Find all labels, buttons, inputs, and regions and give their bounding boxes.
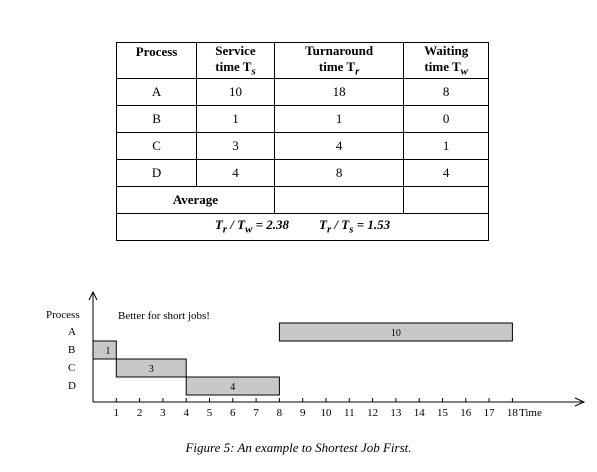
cell-turnaround: 4 (273, 131, 405, 160)
gantt-bar-label: 10 (391, 328, 401, 339)
x-tick-label: 14 (414, 407, 426, 419)
cell-waiting: 0 (403, 104, 489, 133)
x-axis-arrow-icon (574, 397, 586, 407)
ratio-turnaround-waiting: Tr / Tw = 2.38 (214, 217, 289, 236)
average-waiting-empty (403, 185, 489, 214)
x-tick-label: 1 (114, 407, 120, 419)
x-tick-label: 12 (367, 407, 378, 419)
cell-process: C (115, 131, 198, 160)
gantt-bar (185, 376, 280, 396)
gantt-bar (278, 322, 513, 342)
table-row: A 10 18 8 (115, 77, 489, 106)
cell-service: 3 (196, 131, 275, 160)
figure-caption: Figure 5: An example to Shortest Job Fir… (185, 440, 412, 455)
cell-waiting: 4 (403, 158, 489, 187)
gantt-bar-label: 1 (106, 346, 111, 357)
ratio-cell: Tr / Tw = 2.38 Tr / Ts = 1.53 (116, 212, 489, 241)
x-tick-label: 18 (507, 407, 519, 419)
process-label: D (68, 380, 76, 392)
cell-process: A (115, 77, 198, 106)
cell-service: 4 (196, 158, 275, 187)
cell-turnaround: 8 (273, 158, 405, 187)
average-label: Average (116, 185, 275, 214)
cell-process: B (115, 104, 198, 133)
gantt-bar-label: 4 (230, 382, 235, 393)
cell-waiting: 1 (403, 131, 489, 160)
x-axis-label: Time (519, 407, 542, 419)
x-tick-label: 4 (183, 407, 189, 419)
gantt-bar-label: 3 (149, 364, 154, 375)
ratio-turnaround-service: Tr / Ts = 1.53 (319, 217, 391, 236)
header-waiting-time: Waiting time Tw (403, 42, 489, 79)
table-row: C 3 4 1 (115, 131, 489, 160)
x-tick-label: 17 (484, 407, 496, 419)
x-tick-label: 9 (300, 407, 306, 419)
x-tick-label: 2 (137, 407, 143, 419)
x-tick-label: 6 (230, 407, 236, 419)
table-row: D 4 8 4 (115, 158, 489, 187)
x-tick-label: 7 (253, 407, 259, 419)
sjf-table: Process Service time Ts Turnaround time … (115, 42, 489, 241)
gantt-bar (92, 340, 117, 360)
x-tick-label: 5 (207, 407, 213, 419)
x-tick-label: 16 (460, 407, 472, 419)
cell-process: D (115, 158, 198, 187)
header-turnaround-time: Turnaround time Tr (273, 42, 405, 79)
y-axis-arrow-icon (88, 290, 98, 301)
x-tick-label: 15 (437, 407, 449, 419)
cell-service: 1 (196, 104, 275, 133)
cell-turnaround: 18 (273, 77, 405, 106)
average-turnaround-empty (273, 185, 405, 214)
x-tick-label: 13 (390, 407, 402, 419)
cell-turnaround: 1 (273, 104, 405, 133)
average-row: Average (116, 185, 489, 214)
ratio-row: Tr / Tw = 2.38 Tr / Ts = 1.53 (116, 212, 489, 241)
gantt-bar (115, 358, 187, 378)
cell-waiting: 8 (403, 77, 489, 106)
x-tick-label: 3 (160, 407, 166, 419)
cell-service: 10 (196, 77, 275, 106)
header-process: Process (115, 42, 198, 79)
process-label: C (68, 362, 75, 374)
header-service-time: Service time Ts (196, 42, 275, 79)
y-axis-label: Process (46, 309, 80, 321)
process-label: A (68, 326, 76, 338)
x-tick-label: 10 (321, 407, 333, 419)
process-label: B (68, 344, 75, 356)
x-tick-label: 11 (344, 407, 355, 419)
x-tick-label: 8 (277, 407, 283, 419)
chart-note: Better for short jobs! (118, 310, 210, 322)
table-row: B 1 1 0 (115, 104, 489, 133)
